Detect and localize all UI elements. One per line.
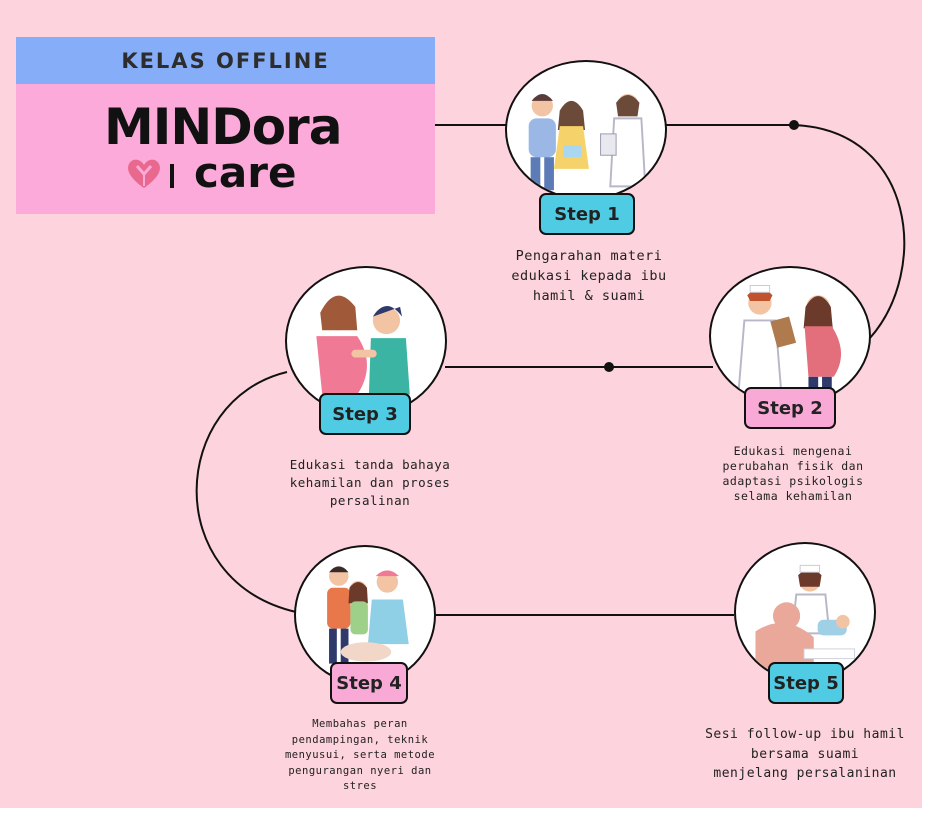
pregnant-woman-with-midwife-icon — [316, 295, 410, 395]
step-3-description: Edukasi tanda bahaya kehamilan dan prose… — [262, 456, 478, 510]
heart-logo-icon — [128, 159, 160, 188]
brand-name: MINDora — [104, 98, 342, 156]
family-with-nurse-icon — [327, 566, 409, 664]
infographic-canvas: KELAS OFFLINE MINDora care Step 1 Pengar… — [0, 0, 922, 808]
step-2-badge: Step 2 — [744, 387, 836, 429]
step-4-desc-line: menyusui, serta metode — [284, 749, 436, 761]
step-5-illustration — [734, 542, 876, 682]
path-dot — [789, 120, 799, 130]
step-2-desc-line: Edukasi mengenai — [733, 444, 853, 458]
step-4-desc-line: stres — [342, 780, 378, 792]
step-3-desc-line: kehamilan dan proses — [289, 475, 451, 490]
step-3-badge: Step 3 — [319, 393, 411, 435]
step-2-desc-line: selama kehamilan — [733, 489, 853, 503]
step-4-desc-line: Membahas peran — [312, 718, 408, 730]
step-1-badge: Step 1 — [539, 193, 635, 235]
header-bar: KELAS OFFLINE — [16, 37, 435, 84]
step-2-desc-line: perubahan fisik dan — [722, 459, 864, 473]
header-label: KELAS OFFLINE — [121, 48, 330, 73]
step-3-desc-line: Edukasi tanda bahaya — [289, 457, 451, 472]
flow-path — [195, 124, 906, 616]
step-5-desc-line: bersama suami — [750, 746, 860, 762]
step-1-desc-line: Pengarahan materi — [515, 248, 663, 264]
couple-with-doctor-icon — [528, 94, 647, 191]
step-1-illustration — [505, 60, 667, 200]
logo-box: MINDora care — [16, 84, 435, 214]
path-dot — [604, 362, 614, 372]
nurse-with-pregnant-woman-icon — [737, 285, 842, 397]
step-5-desc-line: Sesi follow-up ibu hamil — [705, 727, 905, 742]
step-2-illustration — [709, 266, 871, 406]
step-4-illustration — [294, 545, 436, 685]
step-3-illustration — [285, 266, 447, 416]
brand-sub: care — [194, 148, 297, 197]
step-1-desc-line: edukasi kepada ibu — [511, 268, 667, 284]
brand-divider — [170, 164, 174, 188]
step-1-description: Pengarahan materi edukasi kepada ibu ham… — [484, 246, 694, 306]
step-2-desc-line: adaptasi psikologis — [722, 474, 864, 488]
step-5-desc-line: menjelang persalaninan — [713, 766, 897, 781]
step-3-desc-line: persalinan — [329, 493, 411, 508]
step-4-description: Membahas peran pendampingan, teknik meny… — [262, 717, 458, 795]
step-4-desc-line: pengurangan nyeri dan — [288, 764, 432, 777]
step-4-badge: Step 4 — [330, 662, 408, 704]
step-5-description: Sesi follow-up ibu hamil bersama suami m… — [690, 725, 920, 784]
step-4-desc-line: pendampingan, teknik — [291, 733, 429, 746]
nurse-with-newborn-icon — [755, 564, 856, 671]
step-1-desc-line: hamil & suami — [532, 288, 646, 304]
step-5-badge: Step 5 — [768, 662, 844, 704]
step-2-description: Edukasi mengenai perubahan fisik dan ada… — [700, 444, 886, 504]
